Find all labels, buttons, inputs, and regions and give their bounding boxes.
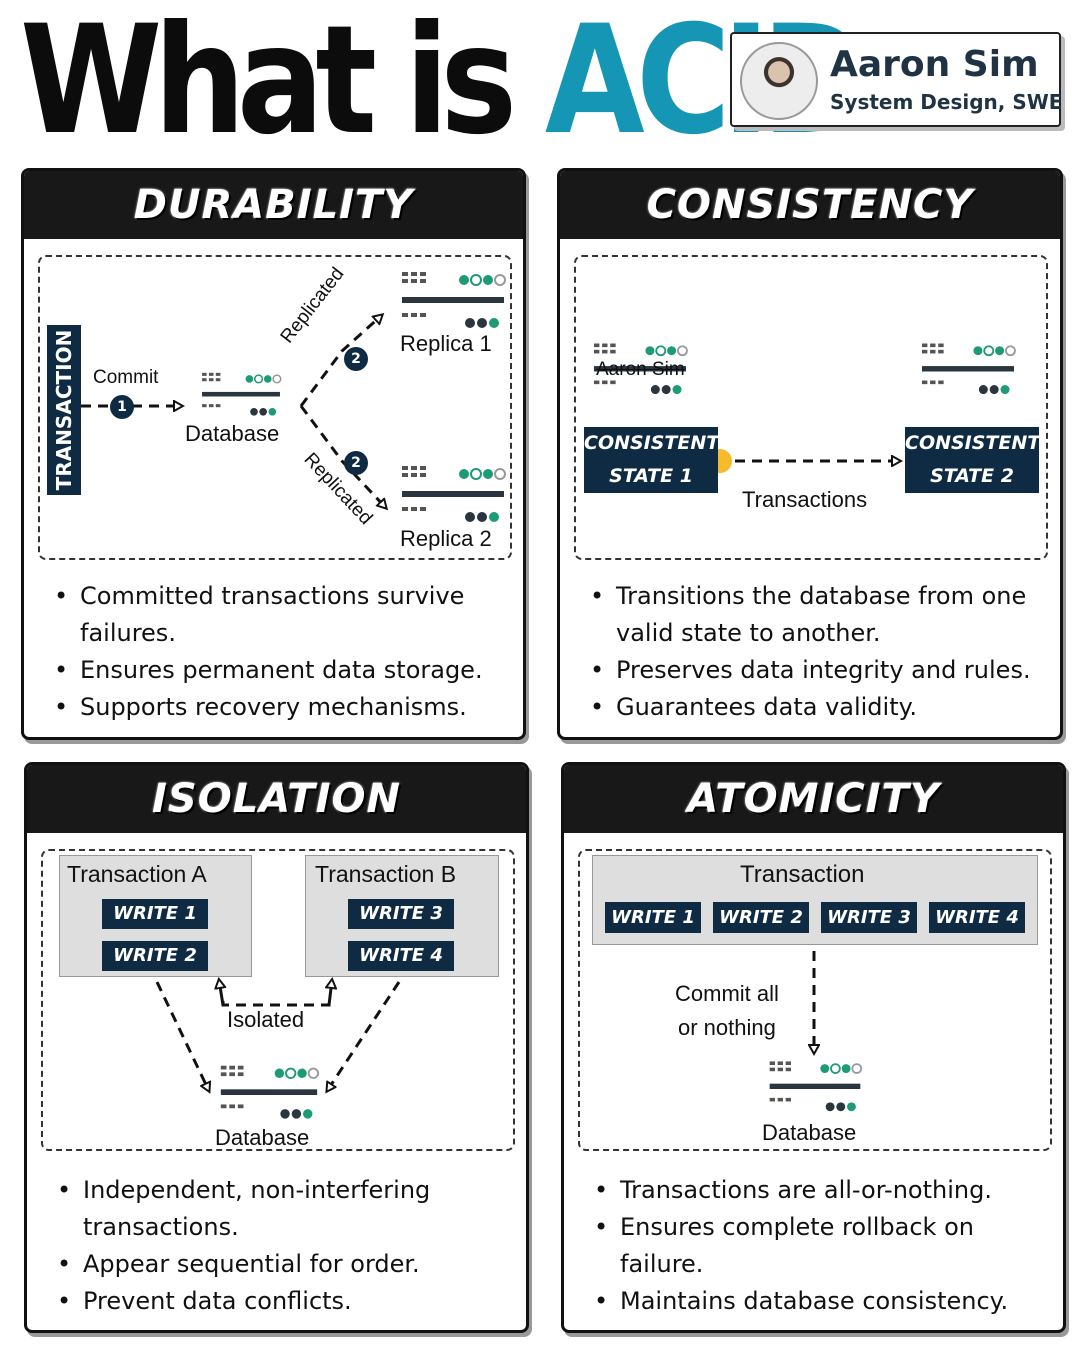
- list-item: Committed transactions survive failures.: [54, 578, 494, 652]
- atomicity-title: ATOMICITY: [564, 765, 1063, 833]
- transaction-a-label: Transaction A: [67, 861, 207, 887]
- commit-label-line2: or nothing: [678, 1015, 776, 1040]
- isolated-arrow-left: [219, 980, 223, 1006]
- transaction-b-label: Transaction B: [315, 861, 457, 887]
- write-2-tag: WRITE 2: [102, 941, 208, 971]
- write-3-tag: WRITE 3: [348, 899, 454, 929]
- list-item: Ensures permanent data storage.: [54, 652, 494, 689]
- author-card: Aaron Sim System Design, SWE: [730, 32, 1063, 127]
- list-item: Ensures complete rollback on failure.: [594, 1209, 1044, 1283]
- watermark-text: Aaron Sim: [596, 359, 685, 380]
- step-2b-badge: 2: [344, 451, 368, 475]
- isolated-arrow-right: [329, 980, 332, 1006]
- write-1-tag: WRITE 1: [605, 902, 701, 933]
- isolation-diagram-arrows: [155, 765, 401, 1333]
- isolation-bracket: [221, 1001, 331, 1007]
- step-1-badge: 1: [110, 395, 134, 419]
- isolated-label: Isolated: [227, 1007, 305, 1032]
- replica-1-label: Replica 1: [400, 331, 492, 356]
- atomicity-panel: ATOMICITY Transaction WRITE 1 WRITE 2 WR…: [561, 762, 1066, 1333]
- commit-label-line1: Commit all: [675, 981, 779, 1006]
- isolation-diagram-box: [41, 849, 515, 1151]
- transactions-label: Transactions: [742, 487, 868, 512]
- atomicity-database-label: Database: [762, 1120, 857, 1145]
- atomicity-diagram-arrows: [564, 951, 1066, 1333]
- isolation-database-label: Database: [215, 1125, 310, 1150]
- list-item: Independent, non-interfering transaction…: [57, 1172, 497, 1246]
- title-prefix: What is: [20, 0, 545, 168]
- write-2-tag: WRITE 2: [713, 902, 809, 933]
- avatar: [740, 42, 818, 120]
- isolation-title: ISOLATION: [27, 765, 526, 833]
- write-1-tag: WRITE 1: [102, 899, 208, 929]
- list-item: Preserves data integrity and rules.: [590, 652, 1050, 689]
- author-subtitle: System Design, SWE: [830, 90, 1063, 114]
- durability-bullets: Committed transactions survive failures.…: [54, 578, 494, 726]
- durability-title: DURABILITY: [24, 171, 523, 239]
- replica-2-label: Replica 2: [400, 526, 492, 551]
- atomicity-diagram-box: [578, 849, 1052, 1151]
- b-to-db-arrow: [327, 981, 401, 1091]
- replicate-arrow-2: [299, 405, 386, 508]
- consistency-title: CONSISTENCY: [560, 171, 1060, 239]
- commit-label: Commit: [93, 367, 159, 388]
- list-item: Appear sequential for order.: [57, 1246, 497, 1283]
- list-item: Prevent data conflicts.: [57, 1283, 497, 1320]
- list-item: Transactions are all-or-nothing.: [594, 1172, 1044, 1209]
- transaction-label: Transaction: [740, 861, 865, 888]
- database-server-icon: [202, 372, 282, 416]
- replica-2-server-icon: [402, 466, 506, 522]
- list-item: Maintains database consistency.: [594, 1283, 1044, 1320]
- replica-1-server-icon: [402, 272, 506, 328]
- isolation-panel: ISOLATION Transaction A WRITE 1 WRITE 2 …: [24, 762, 529, 1333]
- consistent-state-1-box: CONSISTENT STATE 1: [584, 427, 719, 493]
- step-2a-badge: 2: [344, 347, 368, 371]
- list-item: Transitions the database from one valid …: [590, 578, 1050, 652]
- write-4-tag: WRITE 4: [348, 941, 454, 971]
- isolation-bullets: Independent, non-interfering transaction…: [57, 1172, 497, 1320]
- durability-diagram-box: [38, 255, 512, 560]
- durability-panel: DURABILITY TRANSACTION 1 Commit Database…: [21, 168, 526, 740]
- consistency-diagram-box: [574, 255, 1048, 560]
- database-label: Database: [185, 421, 280, 446]
- consistency-panel: CONSISTENCY Aaron Sim CONSISTENT STATE 1…: [557, 168, 1063, 740]
- list-item: Supports recovery mechanisms.: [54, 689, 494, 726]
- consistent-state-2-box: CONSISTENT STATE 2: [905, 427, 1040, 493]
- state-2-server-icon: [921, 343, 1016, 395]
- atomicity-bullets: Transactions are all-or-nothing. Ensures…: [594, 1172, 1044, 1320]
- replicate-arrow-1: [299, 315, 382, 407]
- write-3-tag: WRITE 3: [821, 902, 917, 933]
- list-item: Guarantees data validity.: [590, 689, 1050, 726]
- atomicity-database-icon: [769, 1061, 863, 1112]
- state-1-server-icon: [593, 343, 688, 395]
- author-name: Aaron Sim: [830, 44, 1039, 85]
- durability-diagram-arrows: [81, 171, 526, 740]
- transaction-tag: TRANSACTION: [47, 325, 81, 495]
- write-4-tag: WRITE 4: [929, 902, 1025, 933]
- isolation-database-icon: [220, 1065, 320, 1119]
- a-to-db-arrow: [155, 981, 209, 1091]
- consistency-bullets: Transitions the database from one valid …: [590, 578, 1050, 726]
